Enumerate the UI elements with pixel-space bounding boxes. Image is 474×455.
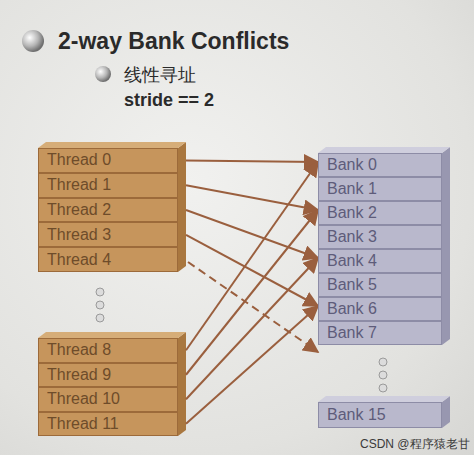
box-side [442, 147, 450, 345]
box-label: Thread 2 [47, 201, 111, 219]
dashed-arrow [188, 262, 318, 352]
box-label: Bank 7 [327, 324, 377, 342]
thread-box: Thread 1 [38, 173, 178, 198]
bank-box: Bank 1 [318, 177, 442, 201]
box-label: Bank 6 [327, 300, 377, 318]
thread-box: Thread 8 [38, 338, 178, 363]
box-side [178, 332, 186, 436]
bank-box: Bank 15 [318, 402, 442, 428]
access-arrow [186, 258, 318, 399]
thread-box: Thread 3 [38, 222, 178, 247]
box-label: Thread 9 [47, 366, 111, 384]
thread-box: Thread 4 [38, 247, 178, 272]
box-label: Thread 10 [47, 390, 120, 408]
box-label: Thread 3 [47, 226, 111, 244]
slide-title: 2-way Bank Conflicts [58, 28, 289, 55]
bank-box: Bank 7 [318, 321, 442, 345]
box-label: Thread 4 [47, 251, 111, 269]
box-label: Bank 0 [327, 156, 377, 174]
thread-box: Thread 2 [38, 198, 178, 223]
box-label: Thread 1 [47, 176, 111, 194]
box-label: Thread 0 [47, 151, 111, 169]
box-label: Bank 15 [327, 406, 386, 424]
thread-box: Thread 10 [38, 387, 178, 412]
bullet [95, 66, 111, 82]
thread-box: Thread 9 [38, 363, 178, 388]
access-arrow [186, 306, 318, 424]
box-label: Bank 3 [327, 228, 377, 246]
access-arrow [186, 160, 318, 162]
access-arrow [186, 235, 318, 306]
box-label: Bank 1 [327, 180, 377, 198]
bank-box: Bank 2 [318, 201, 442, 225]
thread-box: Thread 11 [38, 412, 178, 437]
box-label: Bank 4 [327, 252, 377, 270]
box-label: Bank 5 [327, 276, 377, 294]
access-arrow [186, 210, 318, 375]
bank-box: Bank 3 [318, 225, 442, 249]
subtitle: 线性寻址 [124, 63, 196, 87]
box-label: Bank 2 [327, 204, 377, 222]
subtitle: stride == 2 [124, 90, 214, 111]
bank-box: Bank 4 [318, 249, 442, 273]
bank-box: Bank 0 [318, 153, 442, 177]
watermark: CSDN @程序猿老甘 [360, 436, 470, 453]
bank-box: Bank 6 [318, 297, 442, 321]
box-side [178, 142, 186, 272]
access-arrow [186, 162, 318, 350]
bullet [22, 30, 44, 52]
thread-box: Thread 0 [38, 148, 178, 173]
bank-box: Bank 5 [318, 273, 442, 297]
box-label: Thread 8 [47, 341, 111, 359]
box-label: Thread 11 [47, 415, 119, 433]
